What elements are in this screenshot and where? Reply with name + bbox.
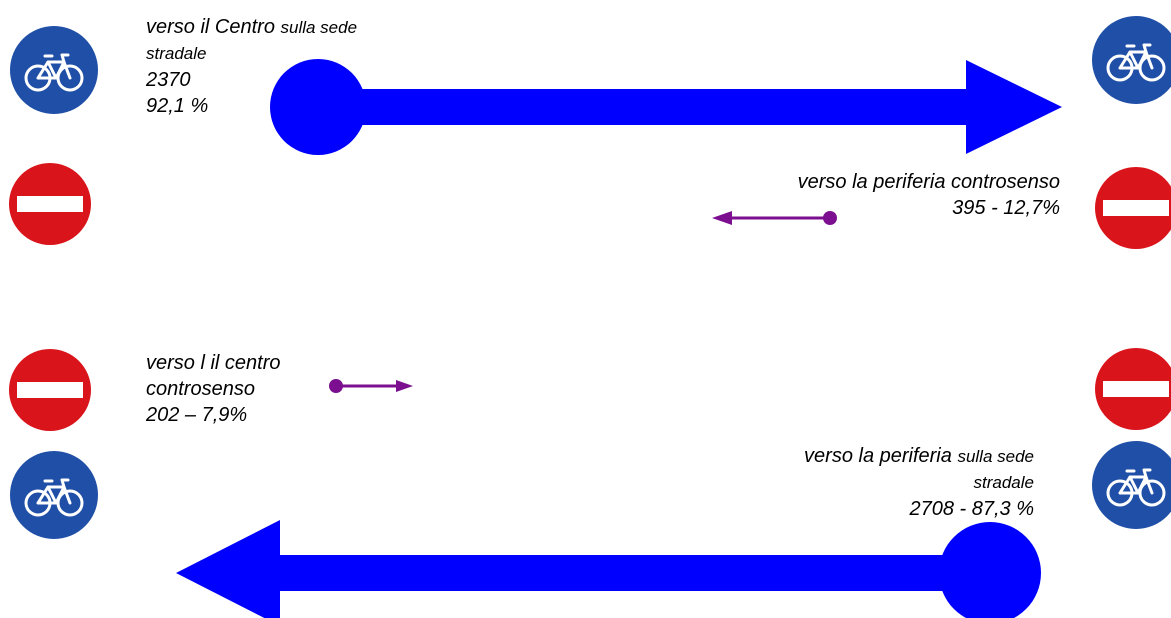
- arrow-to-center-contra: [329, 379, 413, 393]
- bicycle-path-sign-icon: [8, 24, 100, 116]
- label-location: sulla sede: [280, 18, 358, 37]
- bicycle-path-sign-icon: [1090, 14, 1171, 106]
- label-count-percent: 395 - 12,7%: [952, 197, 1060, 219]
- label-to-center-contra: verso l il centro controsenso 202 – 7,9%: [146, 350, 281, 428]
- label-count-percent: 202 – 7,9%: [146, 404, 248, 426]
- label-direction: verso la periferia controsenso: [797, 171, 1060, 193]
- label-direction: verso l il centro: [146, 352, 281, 374]
- label-to-center-road: verso il Centro sulla sede stradale 2370…: [146, 14, 357, 119]
- label-to-periphery-road: verso la periferia sulla sede stradale 2…: [804, 443, 1034, 522]
- label-count-percent: 2708 - 87,3 %: [909, 498, 1034, 520]
- bicycle-path-sign-icon: [8, 449, 100, 541]
- label-contraflow: controsenso: [146, 378, 255, 400]
- arrow-to-periphery-contra: [712, 211, 837, 225]
- label-direction: verso il Centro: [146, 16, 275, 38]
- label-count: 2370: [146, 69, 191, 91]
- no-entry-sign-icon: [9, 163, 91, 245]
- label-location: sulla sede: [957, 447, 1034, 466]
- no-entry-sign-icon: [9, 349, 91, 431]
- no-entry-sign-icon: [1095, 167, 1171, 249]
- arrow-to-periphery-road: [176, 520, 1041, 618]
- label-percent: 92,1 %: [146, 95, 209, 117]
- label-direction: verso la periferia: [804, 445, 952, 467]
- label-location-cont: stradale: [146, 44, 207, 63]
- label-to-periphery-contra: verso la periferia controsenso 395 - 12,…: [798, 169, 1060, 221]
- arrow-to-center-road: [270, 59, 1062, 155]
- label-location-cont: stradale: [973, 473, 1034, 492]
- no-entry-sign-icon: [1095, 348, 1171, 430]
- bicycle-path-sign-icon: [1090, 439, 1171, 531]
